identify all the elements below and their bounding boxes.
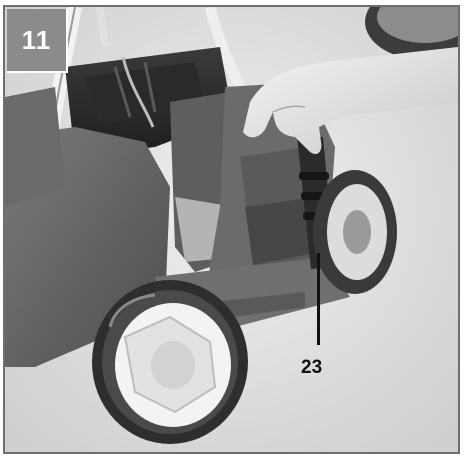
figure-number: 11 — [21, 24, 52, 55]
figure-photo-lawnmower-rear-wheel — [5, 7, 458, 452]
callout-leader-line — [317, 253, 320, 345]
callout-label: 23 — [301, 357, 323, 378]
figure-number-badge: 11 — [7, 9, 68, 73]
figure-frame: 11 23 — [3, 5, 460, 454]
